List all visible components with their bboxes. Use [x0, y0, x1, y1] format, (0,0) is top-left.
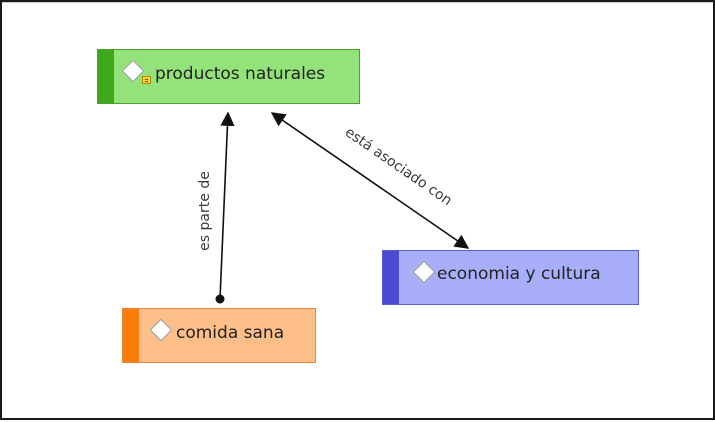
edge-label-es-parte-de: es parte de	[197, 171, 213, 251]
node-comida-sana[interactable]: comida sana	[122, 308, 316, 363]
node-label: productos naturales	[155, 64, 326, 84]
note-icon[interactable]	[142, 76, 151, 84]
diamond-icon	[149, 318, 173, 342]
node-color-stripe	[98, 50, 114, 103]
node-color-stripe	[383, 251, 399, 304]
edge-label-asociado: está asociado con	[342, 124, 455, 209]
edge-asociado[interactable]	[270, 112, 470, 249]
node-productos-naturales[interactable]: productos naturales	[97, 49, 360, 104]
diamond-icon	[412, 260, 436, 284]
diamond-icon	[121, 59, 145, 83]
edge-es-parte-de[interactable]	[219, 111, 235, 300]
node-color-stripe	[123, 309, 139, 362]
node-label: economia y cultura	[437, 264, 601, 284]
edge-origin-dot	[215, 294, 225, 304]
node-label: comida sana	[176, 323, 285, 343]
node-economia-y-cultura[interactable]: economia y cultura	[382, 250, 639, 305]
